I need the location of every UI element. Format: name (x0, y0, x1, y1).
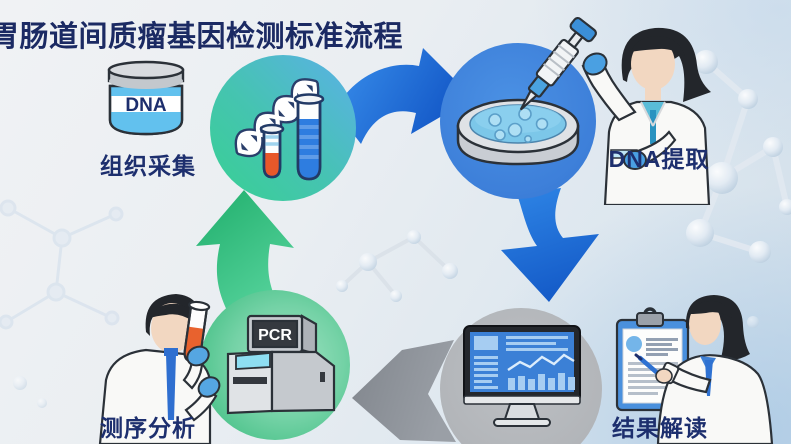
analysis-monitor-icon (463, 325, 581, 427)
scientist-holding-tube (98, 294, 221, 444)
petri-dish-pipette-icon (456, 16, 597, 166)
step-label-result-interpretation: 结果解读 (612, 415, 708, 441)
page-title: 胃肠道间质瘤基因检测标准流程 (0, 21, 404, 53)
arrow-right-icon (335, 48, 473, 144)
jar-dna-text: DNA (125, 95, 166, 116)
step-label-dna-extraction: DNA提取 (608, 146, 710, 172)
arrow-up-icon (196, 190, 294, 320)
step-label-sequencing-analysis: 测序分析 (100, 415, 196, 441)
arrow-down-icon (501, 188, 599, 302)
pcr-machine-icon: PCR (226, 314, 336, 415)
pcr-screen-text: PCR (258, 327, 292, 344)
step-label-tissue-collection: 组织采集 (100, 153, 196, 179)
scientist-pipetting (581, 27, 711, 205)
scientist-pointing (655, 295, 774, 444)
dna-helix-test-tubes-icon (234, 78, 325, 181)
dna-sample-jar-icon: DNA (107, 60, 185, 136)
arrow-left-icon (352, 340, 456, 442)
